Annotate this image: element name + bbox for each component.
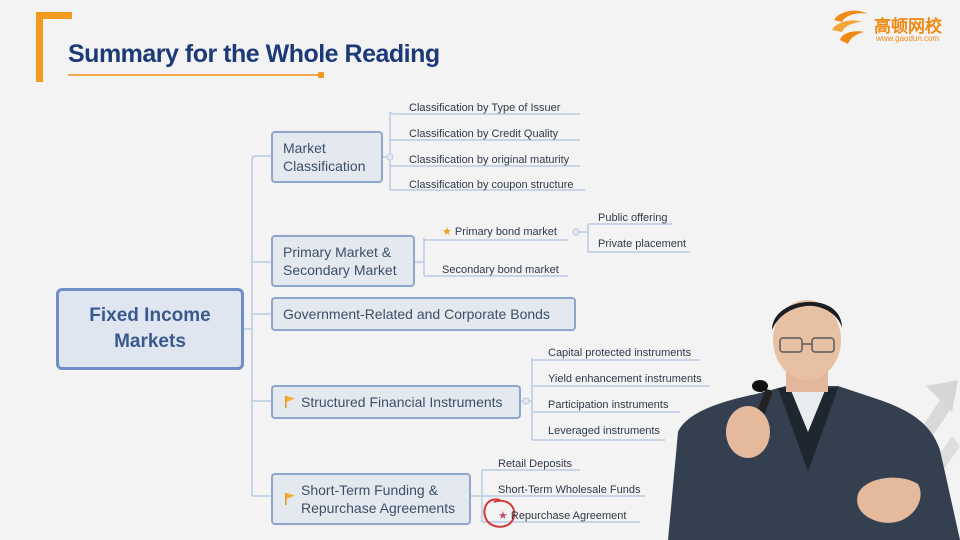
- leaf-leveraged-instruments: Leveraged instruments: [548, 425, 660, 437]
- flag-icon: [285, 396, 295, 408]
- branch-label-line2: Secondary Market: [283, 262, 397, 278]
- leaf-yield-enhancement-instruments: Yield enhancement instruments: [548, 373, 702, 385]
- leaf-capital-protected-instruments: Capital protected instruments: [548, 347, 692, 359]
- leaf-short-term-wholesale-funds: Short-Term Wholesale Funds: [498, 484, 641, 496]
- star-icon: ★: [498, 510, 508, 522]
- leaf-label: Repurchase Agreement: [510, 510, 627, 522]
- leaf-classification-original-maturity: Classification by original maturity: [409, 154, 570, 166]
- branch-label: Government-Related and Corporate Bonds: [283, 306, 550, 322]
- branch-primary-secondary-market: Primary Market & Secondary Market: [271, 235, 415, 287]
- branch-label-line1: Market: [283, 140, 326, 156]
- leaf-private-placement: Private placement: [598, 238, 687, 250]
- flag-icon: [285, 493, 295, 505]
- leaf-retail-deposits: Retail Deposits: [498, 458, 572, 470]
- root-node-fixed-income-markets: Fixed Income Markets: [56, 288, 244, 370]
- branch-label-line1: Short-Term Funding &: [301, 482, 438, 498]
- leaf-classification-credit-quality: Classification by Credit Quality: [409, 128, 559, 140]
- branch-label: Structured Financial Instruments: [301, 394, 503, 410]
- branch-structured-financial-instruments: Structured Financial Instruments: [271, 385, 521, 419]
- branch-market-classification: Market Classification: [271, 131, 383, 183]
- presenter-video-overlay: [668, 300, 960, 540]
- branch-label-line1: Primary Market &: [283, 244, 392, 260]
- logo-url: www.gaodun.com: [876, 34, 940, 43]
- title-underline-dot: [318, 72, 324, 78]
- slide-title: Summary for the Whole Reading: [68, 40, 440, 68]
- leaf-secondary-bond-market: Secondary bond market: [442, 264, 559, 276]
- logo-name: 高顿网校: [874, 17, 942, 36]
- gaodun-logo-icon: [832, 10, 868, 44]
- title-underline: [68, 74, 324, 76]
- root-label-line2: Markets: [114, 331, 186, 352]
- leaf-classification-type-of-issuer: Classification by Type of Issuer: [409, 102, 561, 114]
- leaf-public-offering: Public offering: [598, 212, 668, 224]
- gaodun-logo: 高顿网校 www.gaodun.com: [826, 6, 956, 46]
- star-icon: ★: [442, 226, 452, 238]
- root-label-line1: Fixed Income: [89, 305, 211, 326]
- leaf-repurchase-agreement: ★Repurchase Agreement: [498, 509, 626, 522]
- title-bracket-corner: [36, 70, 43, 82]
- title-bracket-decoration: [36, 12, 72, 80]
- leaf-classification-coupon-structure: Classification by coupon structure: [409, 179, 574, 191]
- branch-label-line2: Classification: [283, 158, 366, 174]
- branch-label-line2: Repurchase Agreements: [301, 500, 456, 516]
- branch-short-term-funding-repo: Short-Term Funding & Repurchase Agreemen…: [271, 473, 471, 525]
- leaf-primary-bond-market: ★Primary bond market: [442, 225, 557, 238]
- branch-government-corporate-bonds: Government-Related and Corporate Bonds: [271, 297, 576, 331]
- leaf-participation-instruments: Participation instruments: [548, 399, 669, 411]
- leaf-label: Primary bond market: [454, 226, 557, 238]
